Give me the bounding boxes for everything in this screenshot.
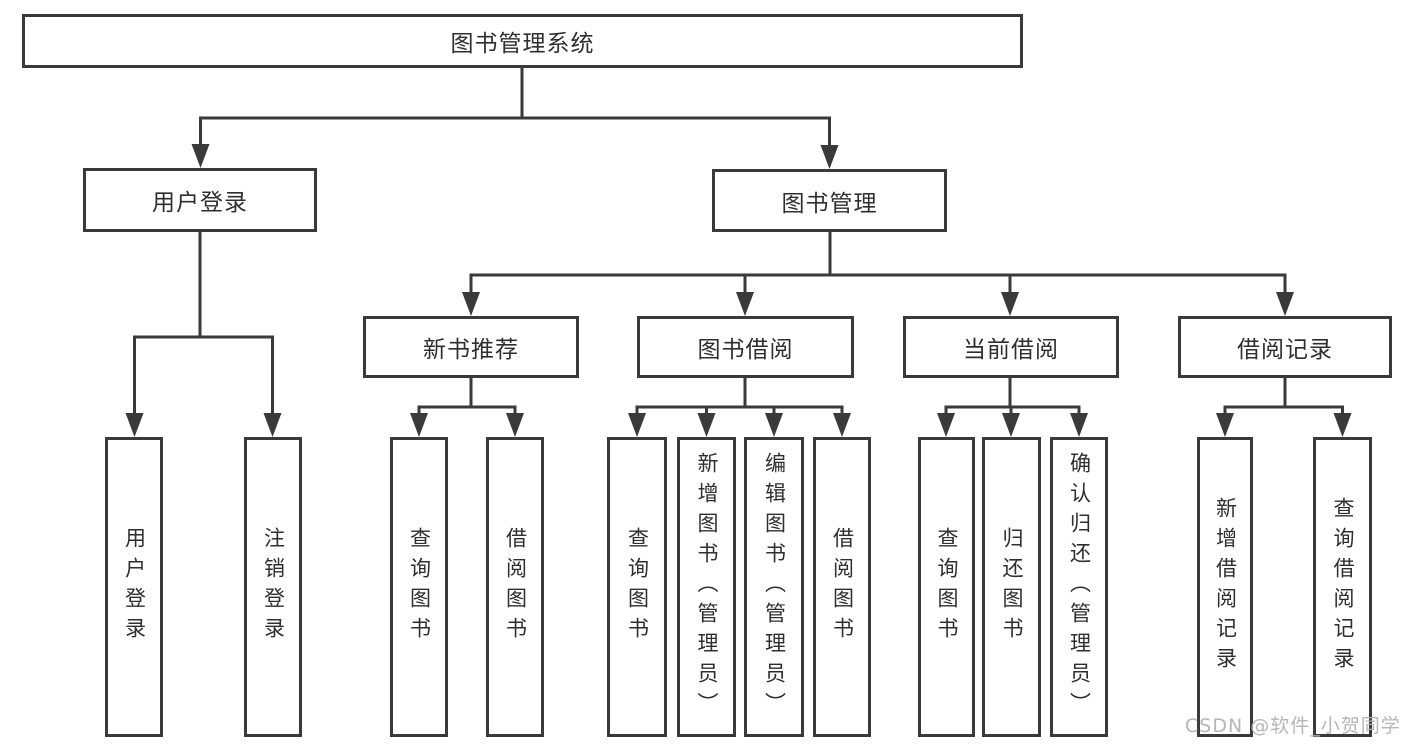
node-label: 图书管理系统 [450,31,595,57]
node-label: 图书借阅 [697,337,794,363]
node-label: 确认归还（管理员） [1067,452,1092,722]
node-label: 归还图书 [1000,527,1024,647]
node-leaf-query-borrow-record: 查询借阅记录 [1313,437,1372,737]
connector-root-to-level2 [191,68,839,169]
node-book-management: 图书管理 [712,169,947,232]
node-leaf-borrow-books-borrow: 借阅图书 [813,437,871,737]
node-label: 图书管理 [781,190,878,217]
node-label: 借阅图书 [830,527,855,647]
node-label: 注销登录 [261,527,286,647]
node-leaf-add-book-admin: 新增图书（管理员） [677,437,736,737]
node-label: 查询图书 [625,527,650,647]
node-leaf-edit-book-admin: 编辑图书（管理员） [744,437,804,737]
node-leaf-borrow-books-recommend: 借阅图书 [486,437,544,737]
node-current-borrow: 当前借阅 [903,316,1119,378]
node-label: 新增图书（管理员） [695,452,719,722]
connector-new-book-recommend-children [410,378,524,437]
node-borrow-records: 借阅记录 [1178,316,1392,378]
connector-user-login-children [125,232,282,437]
connector-borrow-records-children [1216,378,1352,437]
node-label: 查询图书 [407,527,432,647]
node-library-system: 图书管理系统 [22,14,1023,68]
node-label: 用户登录 [122,527,147,647]
connector-book-borrow-children [628,378,851,437]
node-leaf-query-books-borrow: 查询图书 [607,437,667,737]
node-leaf-logout: 注销登录 [244,437,302,737]
node-label: 查询图书 [935,527,959,647]
node-label: 用户登录 [152,190,248,216]
node-label: 当前借阅 [963,337,1059,363]
node-leaf-add-borrow-record: 新增借阅记录 [1197,437,1253,737]
node-new-book-recommend: 新书推荐 [363,316,579,378]
connector-book-management-children [462,232,1294,316]
node-leaf-confirm-return-admin: 确认归还（管理员） [1050,437,1108,737]
csdn-watermark: CSDN @软件_小贺同学 [1185,715,1401,737]
node-book-borrow: 图书借阅 [637,316,854,378]
node-label: 查询借阅记录 [1331,497,1355,677]
node-leaf-query-books-current: 查询图书 [918,437,975,737]
node-user-login: 用户登录 [83,168,317,232]
node-leaf-return-books: 归还图书 [982,437,1041,737]
connector-current-borrow-children [937,378,1088,437]
node-label: 编辑图书（管理员） [762,452,787,722]
node-leaf-query-books-recommend: 查询图书 [390,437,448,737]
node-label: 借阅记录 [1237,337,1333,363]
node-leaf-user-login: 用户登录 [105,437,163,737]
node-label: 新增借阅记录 [1213,497,1238,677]
node-label: 借阅图书 [503,527,528,647]
node-label: 新书推荐 [423,337,519,363]
